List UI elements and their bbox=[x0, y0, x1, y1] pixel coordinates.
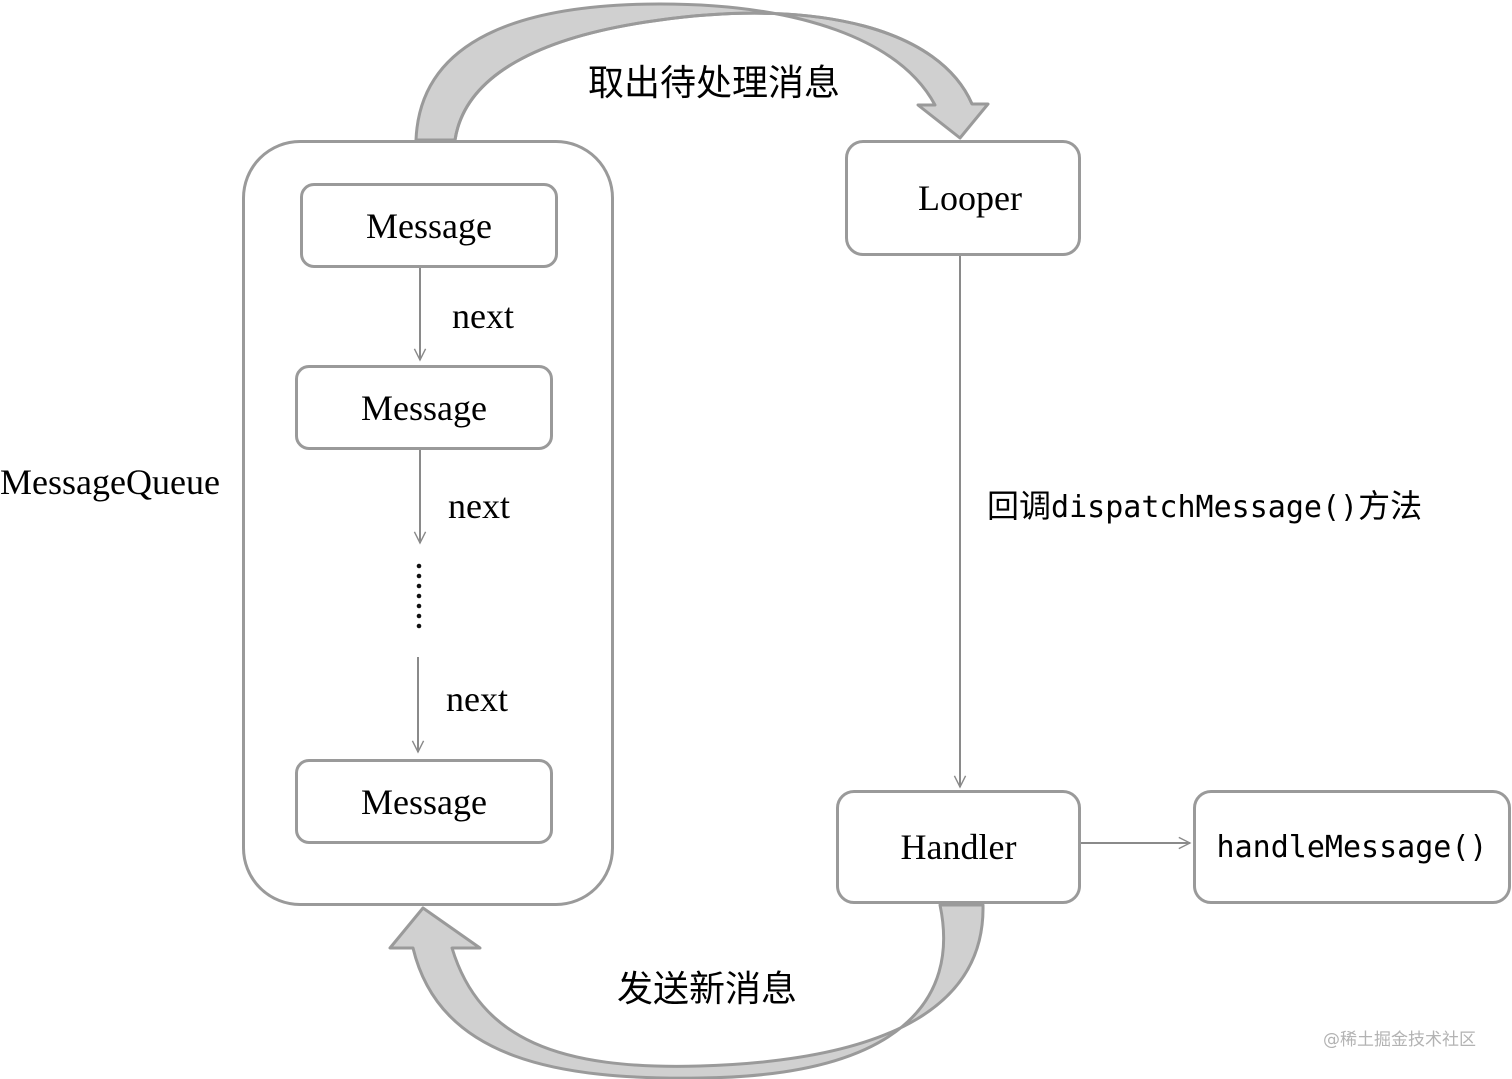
ellipsis-dots bbox=[416, 563, 422, 629]
next-label-1: next bbox=[452, 296, 514, 336]
dispatch-code: dispatchMessage() bbox=[1051, 490, 1359, 525]
next-label-3: next bbox=[446, 679, 508, 719]
message-box-3: Message bbox=[295, 759, 553, 844]
take-message-label: 取出待处理消息 bbox=[588, 63, 841, 104]
handler-label: Handler bbox=[900, 827, 1017, 867]
next-label-2: next bbox=[448, 486, 510, 526]
message-label-2: Message bbox=[361, 387, 487, 428]
dispatch-prefix: 回调 bbox=[987, 487, 1052, 525]
message-label-3: Message bbox=[361, 781, 487, 822]
handler-box: Handler bbox=[836, 790, 1081, 904]
message-box-2: Message bbox=[295, 365, 553, 450]
take-message-arrow bbox=[414, 2, 990, 142]
dispatch-label: 回调dispatchMessage()方法 bbox=[987, 490, 1422, 523]
handle-message-label: handleMessage() bbox=[1216, 829, 1488, 865]
looper-label: Looper bbox=[918, 178, 1022, 218]
message-queue-container bbox=[242, 140, 614, 906]
message-queue-label: MessageQueue bbox=[0, 462, 220, 502]
send-message-arrow bbox=[388, 903, 985, 1079]
send-message-label: 发送新消息 bbox=[617, 969, 798, 1010]
watermark: @稀土掘金技术社区 bbox=[1323, 1030, 1476, 1050]
message-label-1: Message bbox=[366, 205, 492, 246]
message-box-1: Message bbox=[300, 183, 558, 268]
handle-message-box: handleMessage() bbox=[1193, 790, 1511, 904]
dispatch-suffix: 方法 bbox=[1358, 487, 1423, 525]
looper-box: Looper bbox=[845, 140, 1081, 256]
